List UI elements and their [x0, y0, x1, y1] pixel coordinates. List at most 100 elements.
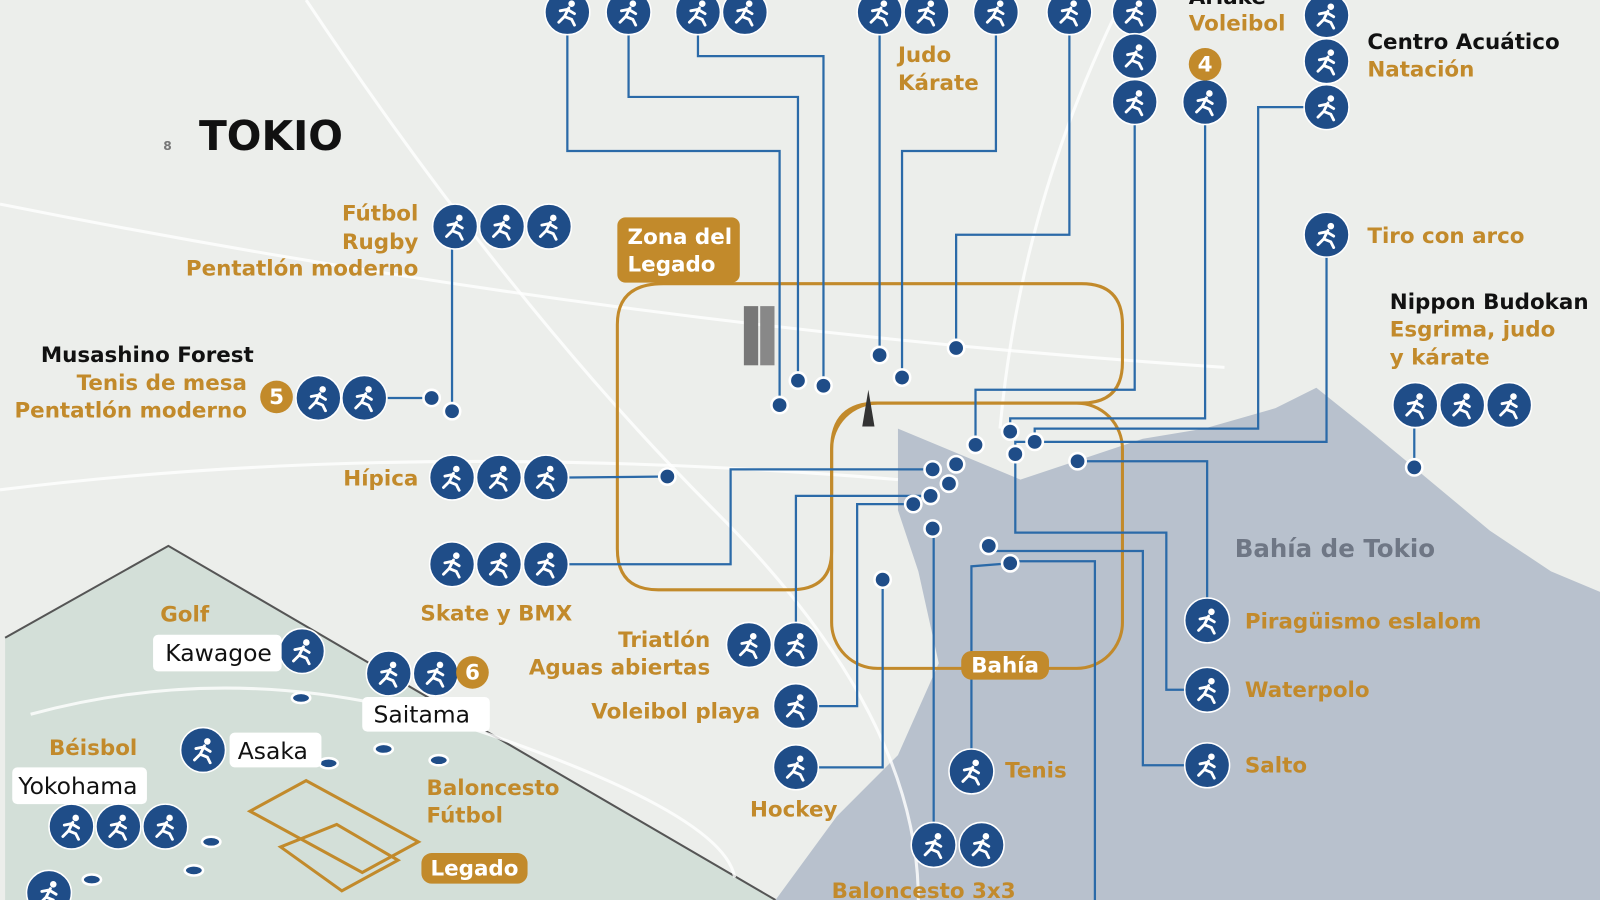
diving-icon[interactable]	[1183, 742, 1231, 789]
gymnastics-icon[interactable]	[1046, 0, 1093, 36]
hipica-label: Hípica	[343, 467, 418, 492]
number-badge-6: 6	[456, 656, 489, 689]
venue-dot[interactable]	[183, 864, 205, 877]
venue-dot[interactable]	[422, 388, 442, 408]
tennis-icon[interactable]	[948, 748, 995, 795]
canoe-slalom-icon[interactable]	[1183, 597, 1231, 644]
saitama-box	[362, 696, 490, 732]
artistic-swimming-icon[interactable]	[1303, 83, 1350, 131]
venue-dot[interactable]	[946, 454, 966, 474]
ariake-sport-label: Voleibol	[1189, 12, 1286, 37]
venue-dot[interactable]	[1068, 451, 1087, 471]
venue-dot[interactable]	[373, 742, 395, 756]
athletics-icon[interactable]	[25, 869, 73, 900]
cycling-icon[interactable]	[522, 541, 570, 588]
triathlon-icon[interactable]	[725, 621, 773, 669]
judo-icon[interactable]	[1439, 381, 1486, 429]
equestrian-icon[interactable]	[428, 454, 476, 501]
venue-dot[interactable]	[290, 691, 312, 705]
diving-icon[interactable]	[1303, 38, 1350, 85]
venue-dot[interactable]	[939, 474, 959, 494]
triatlon-label: Triatlón	[618, 628, 710, 653]
basketball-3x3-icon[interactable]	[958, 821, 1005, 869]
swimming-icon[interactable]	[1303, 0, 1350, 39]
judo-icon[interactable]	[856, 0, 903, 36]
volleyball-icon[interactable]	[1181, 78, 1229, 126]
venue-dot[interactable]	[921, 486, 941, 506]
golf-icon[interactable]	[278, 627, 326, 675]
landmark-tower-icon	[743, 306, 775, 366]
athletics-icon[interactable]	[721, 0, 769, 36]
karate-icon[interactable]	[1485, 381, 1533, 429]
venue-dot[interactable]	[873, 570, 893, 590]
venue-dot[interactable]	[903, 494, 923, 514]
asaka-label: Asaka	[238, 737, 308, 765]
gymnastics-icon[interactable]	[1111, 32, 1158, 80]
venue-dot[interactable]	[657, 467, 677, 486]
map-title: TOKIO	[199, 112, 343, 160]
zona-del-legado-badge: Zona del Legado	[617, 217, 740, 283]
venue-dot[interactable]	[81, 873, 103, 886]
hockey-icon[interactable]	[772, 744, 820, 791]
modern-pentathlon-icon[interactable]	[525, 203, 573, 250]
venue-dot[interactable]	[923, 519, 943, 539]
football-icon[interactable]	[48, 803, 95, 850]
athletics-icon[interactable]	[544, 0, 591, 36]
venue-dot[interactable]	[1000, 553, 1020, 573]
venue-dot[interactable]	[1404, 457, 1424, 477]
athletics-icon[interactable]	[674, 0, 722, 36]
softball-icon[interactable]	[142, 803, 189, 850]
venue-dot[interactable]	[814, 376, 833, 396]
gymnastics-icon[interactable]	[1111, 78, 1158, 126]
athletics-icon[interactable]	[972, 0, 1020, 36]
beisbol-label: Béisbol	[49, 736, 137, 761]
water-polo-icon[interactable]	[1183, 666, 1231, 714]
rugby-icon[interactable]	[478, 203, 526, 250]
venue-dot[interactable]	[946, 338, 966, 358]
venue-dot[interactable]	[966, 435, 985, 455]
asaka-box	[229, 732, 322, 768]
svg-text:6: 6	[465, 661, 480, 686]
football-icon[interactable]	[431, 203, 479, 250]
number-badge-5: 5	[260, 380, 293, 414]
venue-dot[interactable]	[1025, 432, 1045, 452]
fencing-icon[interactable]	[1392, 381, 1439, 429]
gymnastics-icon[interactable]	[605, 0, 652, 36]
venue-dot[interactable]	[788, 371, 808, 391]
basketball-3x3-icon[interactable]	[412, 650, 459, 697]
equestrian-icon[interactable]	[475, 454, 523, 501]
venue-dot[interactable]	[318, 756, 340, 770]
beach-volleyball-icon[interactable]	[772, 682, 820, 730]
karate-icon[interactable]	[903, 0, 950, 36]
archery-icon[interactable]	[1303, 211, 1350, 258]
baseball-icon[interactable]	[95, 803, 142, 850]
venue-dot[interactable]	[923, 459, 943, 479]
venue-dot[interactable]	[870, 345, 890, 365]
skateboarding-icon[interactable]	[428, 541, 476, 588]
map-number: 8	[163, 139, 172, 153]
modern-pentathlon-icon[interactable]	[341, 374, 388, 422]
bahia-tokio-label: Bahía de Tokio	[1235, 534, 1435, 563]
bmx-icon[interactable]	[475, 541, 523, 588]
inset-legado-outline	[246, 778, 422, 893]
shooting-icon[interactable]	[179, 726, 227, 774]
venue-dot[interactable]	[200, 835, 222, 849]
venue-dot[interactable]	[892, 368, 912, 387]
basketball-3x3-icon[interactable]	[910, 821, 957, 869]
svg-text:4: 4	[1198, 52, 1213, 77]
equestrian-icon[interactable]	[522, 454, 570, 501]
open-water-icon[interactable]	[772, 621, 820, 669]
table-tennis-icon[interactable]	[295, 374, 342, 422]
venue-dot[interactable]	[1005, 444, 1025, 464]
venue-dot[interactable]	[442, 401, 462, 421]
pentatlon-label: Pentatlón moderno	[14, 398, 246, 423]
venue-dot[interactable]	[428, 753, 450, 767]
yokohama-box	[12, 767, 147, 805]
baloncesto-label: Baloncesto	[427, 776, 560, 801]
venue-dot[interactable]	[770, 395, 790, 415]
venue-dot[interactable]	[979, 536, 999, 556]
football-icon[interactable]	[365, 650, 412, 697]
bahia-badge: Bahía	[961, 651, 1049, 680]
waterpolo-label: Waterpolo	[1245, 678, 1370, 703]
venue-dot[interactable]	[1000, 422, 1020, 442]
